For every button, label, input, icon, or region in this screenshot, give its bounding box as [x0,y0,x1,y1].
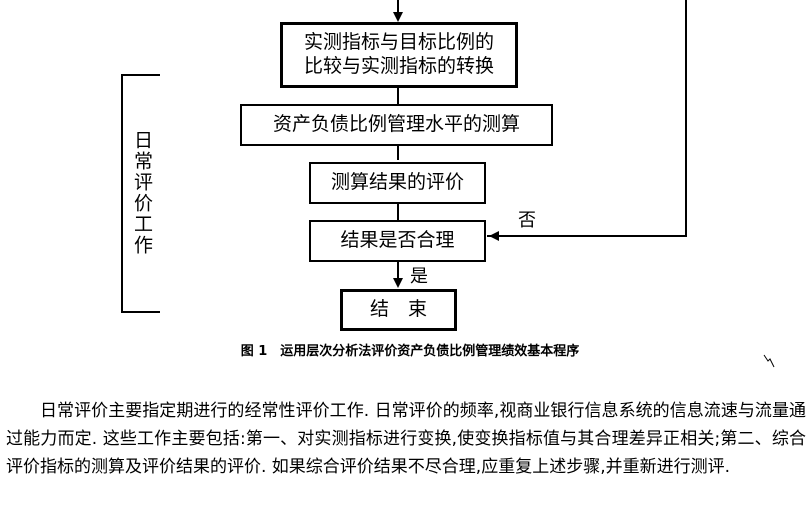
flow-step-decision-label: 结果是否合理 [340,229,455,252]
branch-label-yes: 是 [410,266,428,287]
flow-step-compare-convert-line1: 实测指标与目标比例的 [303,31,494,54]
flow-step-compare-convert-line2: 比较与实测指标的转换 [303,55,494,77]
flow-step-measure-label: 资产负债比例管理水平的测算 [272,113,520,136]
side-label-daily-evaluation: 日常评价工作 [131,130,153,256]
flow-step-evaluate-label: 测算结果的评价 [330,171,464,194]
flow-step-end-label: 结 束 [369,298,427,321]
body-paragraph: 日常评价主要指定期进行的经常性评价工作. 日常评价的频率,视商业银行信息系统的信… [6,401,806,477]
flow-step-end: 结 束 [340,289,457,331]
flow-step-measure: 资产负债比例管理水平的测算 [240,104,553,146]
flow-step-compare-convert: 实测指标与目标比例的 比较与实测指标的转换 [280,22,518,88]
flow-step-decision: 结果是否合理 [309,220,486,262]
figure-caption: 图 1 运用层次分析法评价资产负债比例管理绩效基本程序 [240,344,580,359]
flow-step-evaluate: 测算结果的评价 [309,162,486,204]
branch-label-no: 否 [518,210,536,231]
